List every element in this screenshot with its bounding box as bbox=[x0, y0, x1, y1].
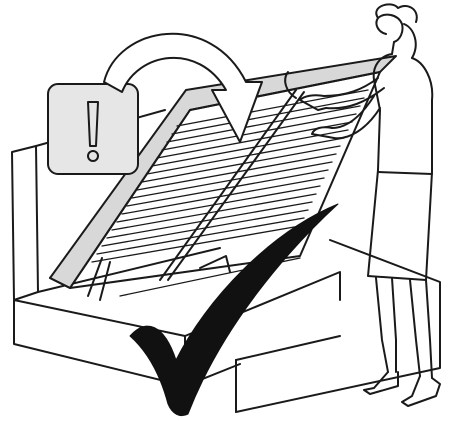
warning-box bbox=[48, 84, 138, 174]
